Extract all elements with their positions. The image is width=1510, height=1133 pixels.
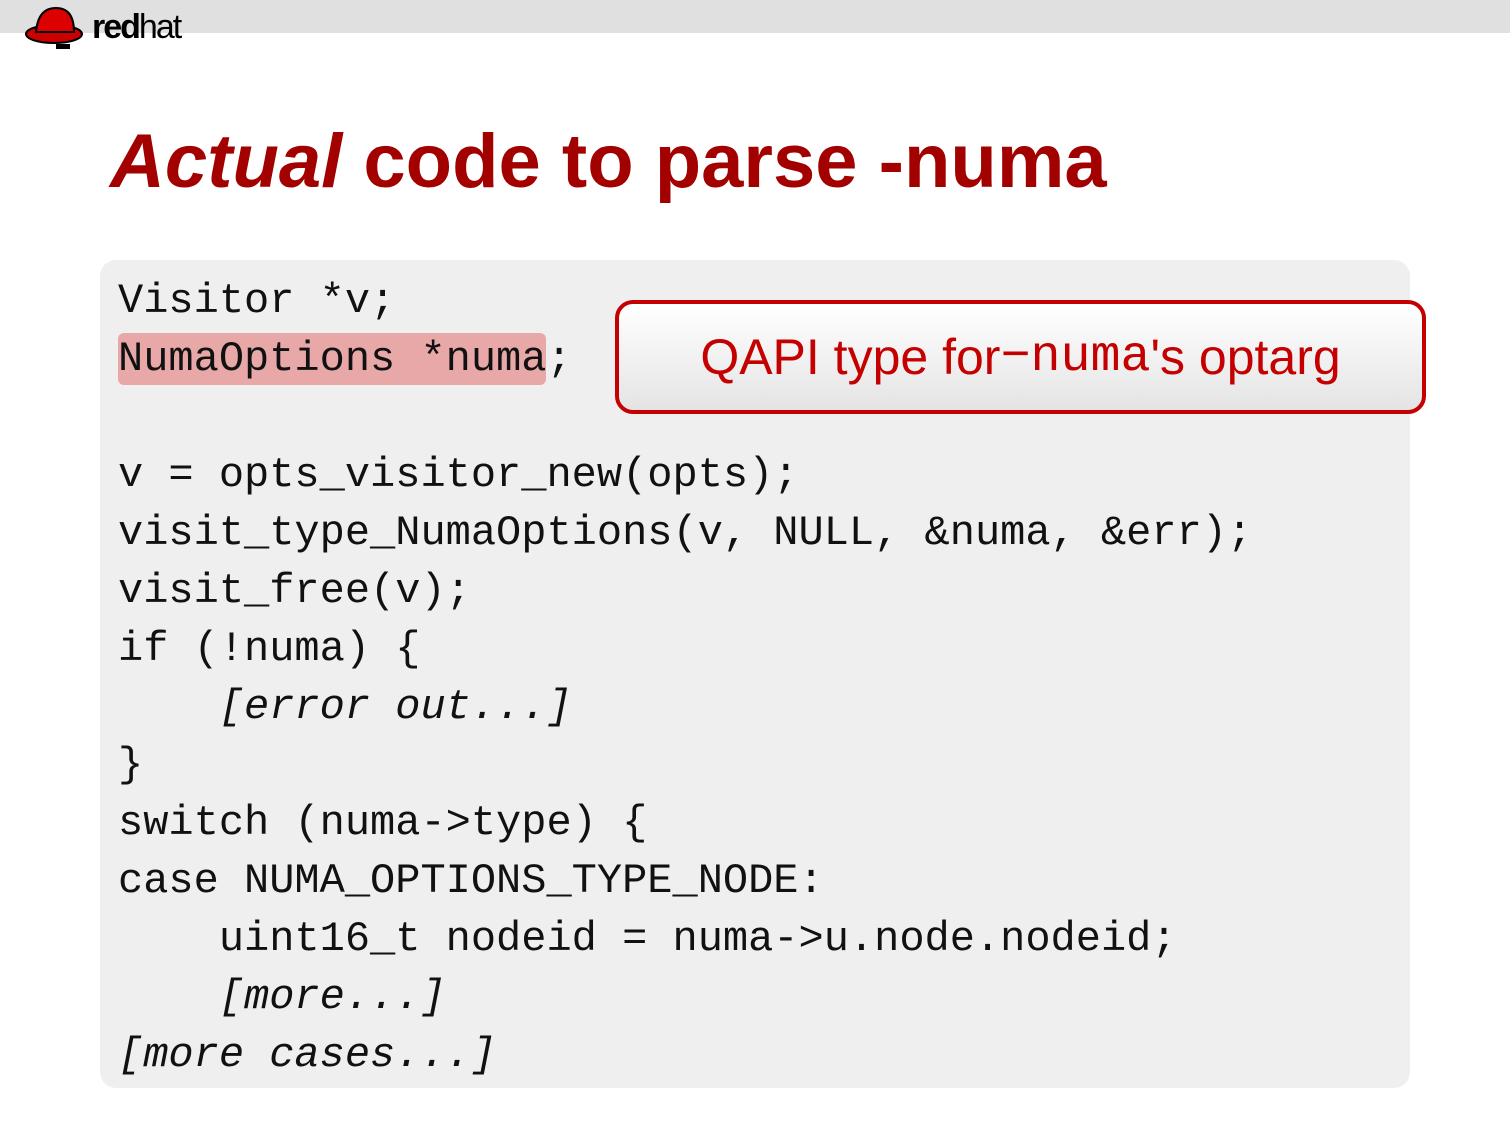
code-line: Visitor *v; [118,272,1252,330]
code-line: visit_type_NumaOptions(v, NULL, &numa, &… [118,504,1252,562]
redhat-hat-icon [25,6,83,49]
code-text: case NUMA_OPTIONS_TYPE_NODE: [118,857,824,905]
code-line: [more...] [118,968,1252,1026]
code-text: [more cases...] [118,1031,497,1079]
slide-title: Actual code to parse -numa [110,119,1107,204]
code-line: } [118,736,1252,794]
callout-box: QAPI type for −numa's optarg [615,300,1426,414]
callout-text: QAPI type for [700,329,1001,385]
code-line: v = opts_visitor_new(opts); [118,446,1252,504]
code-line: [error out...] [118,678,1252,736]
code-line: switch (numa->type) { [118,794,1252,852]
code-text: [more...] [118,973,446,1021]
code-text: Visitor *v; [118,277,396,325]
code-text: v = opts_visitor_new(opts); [118,451,799,499]
logo-text: redhat [92,8,182,46]
code-line: [more cases...] [118,1026,1252,1084]
code-line: uint16_t nodeid = numa->u.node.nodeid; [118,910,1252,968]
code-line: if (!numa) { [118,620,1252,678]
code-block: Visitor *v; NumaOptions *numa; v = opts_vi… [118,272,1252,1084]
code-text: visit_free(v); [118,567,471,615]
code-text: [error out...] [118,683,572,731]
code-text: visit_type_NumaOptions(v, NULL, &numa, &… [118,509,1253,557]
code-line: NumaOptions *numa; [118,330,1252,388]
code-text: if (!numa) { [118,625,421,673]
highlighted-code: NumaOptions *numa [118,333,547,385]
redhat-logo: redhat [24,2,182,50]
code-text: ; [546,335,572,383]
code-line: case NUMA_OPTIONS_TYPE_NODE: [118,852,1252,910]
code-text: } [118,741,144,789]
top-bar [0,0,1510,33]
code-line: visit_free(v); [118,562,1252,620]
code-text: uint16_t nodeid = numa->u.node.nodeid; [118,915,1177,963]
callout-text-end: 's optarg [1150,329,1341,385]
callout-mono: −numa [1000,328,1151,386]
code-text: switch (numa->type) { [118,799,648,847]
